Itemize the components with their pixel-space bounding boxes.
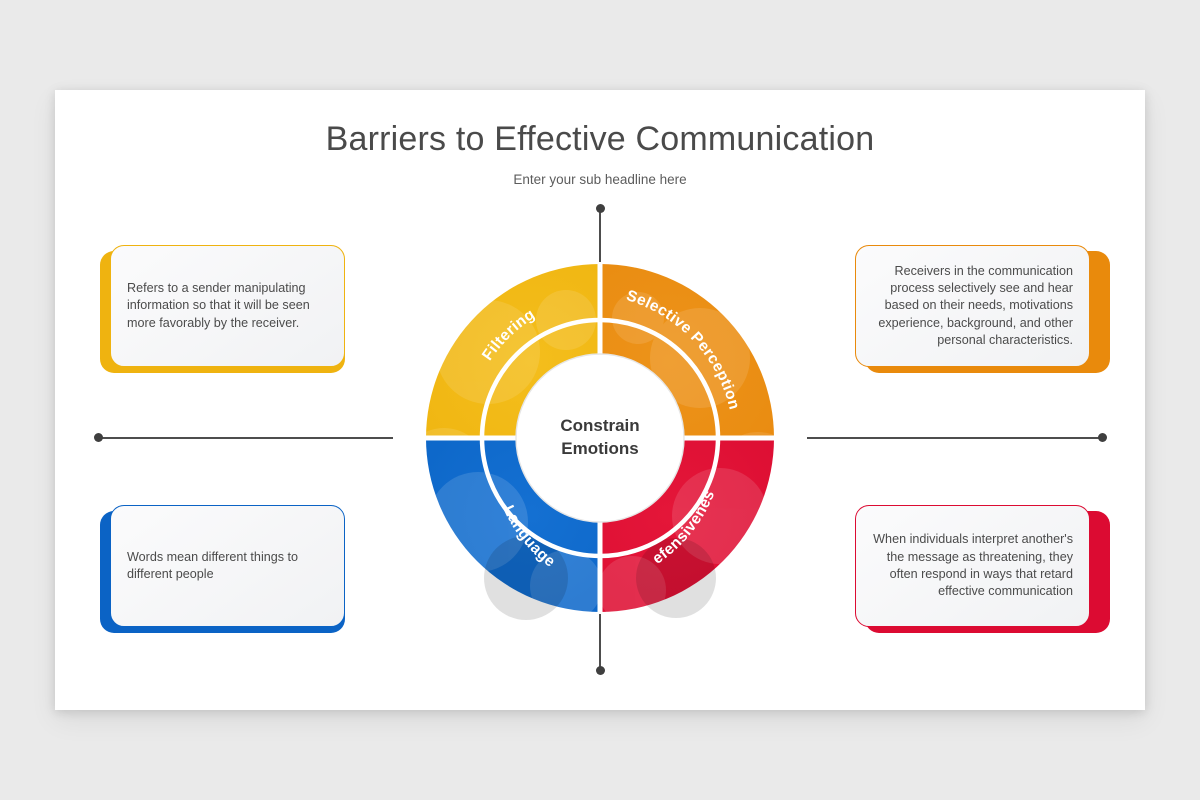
slide-canvas: Barriers to Effective Communication Ente… [55,90,1145,710]
card-panel: Words mean different things to different… [110,505,345,627]
connector-dot-left [94,433,103,442]
center-hub [515,353,685,523]
connector-dot-right [1098,433,1107,442]
connector-line-right [807,437,1102,439]
funnel-gear-icon [542,397,580,432]
info-card-defensiveness[interactable]: When individuals interpret another's the… [855,505,1110,633]
page-title: Barriers to Effective Communication [325,120,875,158]
info-card-filtering[interactable]: Refers to a sender manipulating informat… [100,245,345,373]
center-label-line1: Constrain [560,416,640,436]
donut-diagram: Filtering Selective Perception Language … [364,247,830,620]
connector-line-left [98,437,393,439]
card-panel: Refers to a sender manipulating informat… [110,245,345,367]
info-card-language[interactable]: Words mean different things to different… [100,505,345,633]
page-subtitle: Enter your sub headline here [513,172,687,187]
card-panel: When individuals interpret another's the… [855,505,1090,627]
info-card-selective-perception[interactable]: Receivers in the communication process s… [855,245,1110,373]
card-text: When individuals interpret another's the… [873,532,1073,599]
card-text: Refers to a sender manipulating informat… [127,280,310,330]
wheel-center-label: Constrain Emotions [520,415,680,461]
card-panel: Receivers in the communication process s… [855,245,1090,367]
globe-translate-icon [538,432,577,474]
connector-dot-bottom [596,666,605,675]
card-text: Receivers in the communication process s… [878,263,1073,348]
card-text: Words mean different things to different… [127,549,299,581]
connector-dot-top [596,204,605,213]
shield-check-icon [623,430,661,469]
center-label-line2: Emotions [561,439,639,458]
hand-select-icon [621,394,663,431]
